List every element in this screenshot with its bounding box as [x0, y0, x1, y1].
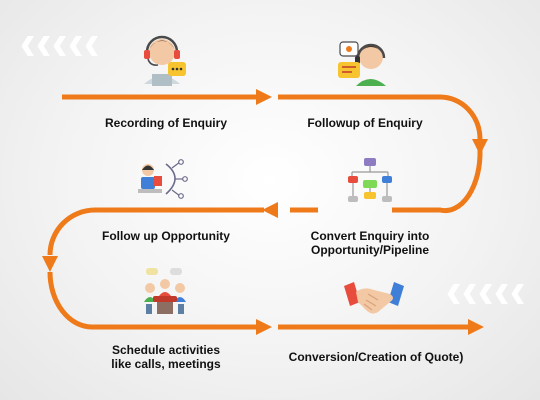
step-label-follow-up-opportunity: Follow up Opportunity — [102, 229, 230, 243]
arrowhead-3 — [262, 202, 278, 218]
arrowhead-4 — [42, 256, 58, 272]
arrowhead-6 — [468, 319, 484, 335]
step-label-followup-enquiry: Followup of Enquiry — [307, 116, 423, 130]
chevron-left-icon — [463, 284, 476, 304]
step-label-schedule-activities: Schedule activities like calls, meetings — [86, 343, 246, 371]
team-meeting-icon — [144, 268, 186, 314]
decorative-chevrons-right — [446, 284, 524, 304]
agent-with-chat-bubble-icon — [338, 41, 386, 86]
flow-curve-right-lower — [392, 149, 483, 214]
arrowhead-1 — [256, 89, 272, 105]
handshake-icon — [344, 282, 404, 314]
chevron-left-icon — [85, 36, 98, 56]
flow-curve-left-lower — [47, 271, 256, 330]
chevron-left-icon — [21, 36, 34, 56]
chevron-left-icon — [37, 36, 50, 56]
step-label-recording-enquiry: Recording of Enquiry — [104, 116, 227, 130]
chevron-left-icon — [69, 36, 82, 56]
flow-lines — [47, 94, 483, 330]
step-label-line-1: Convert Enquiry into — [310, 229, 430, 243]
flow-curve-left — [47, 207, 96, 256]
decorative-chevrons-left — [20, 36, 98, 56]
flow-arrowheads — [42, 89, 488, 335]
arrowhead-5 — [256, 319, 272, 335]
presenter-network-icon — [138, 159, 188, 199]
customer-service-agent-icon — [144, 35, 186, 86]
step-label-line-2: like calls, meetings — [111, 357, 221, 371]
step-label-line-1: Schedule activities — [111, 343, 221, 357]
chevron-left-icon — [479, 284, 492, 304]
flowchart-pipeline-icon — [348, 158, 392, 202]
step-label-convert-enquiry: Convert Enquiry into Opportunity/Pipelin… — [290, 229, 450, 257]
arrowhead-2 — [472, 139, 488, 155]
step-label-conversion-quote: Conversion/Creation of Quote) — [288, 350, 464, 364]
chevron-left-icon — [511, 284, 524, 304]
chevron-left-icon — [53, 36, 66, 56]
step-label-line-2: Opportunity/Pipeline — [310, 243, 429, 257]
chevron-left-icon — [447, 284, 460, 304]
flow-curve-right — [439, 94, 483, 140]
chevron-left-icon — [495, 284, 508, 304]
